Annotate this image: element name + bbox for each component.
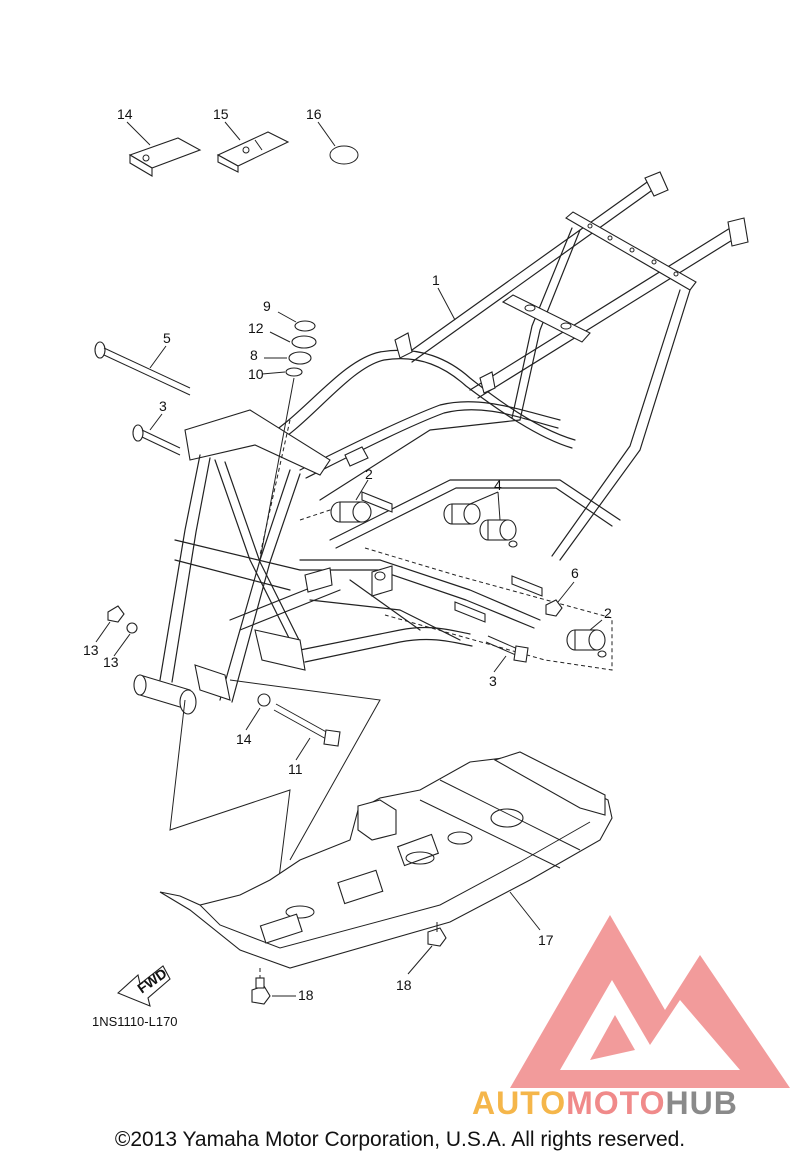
part-6-nut bbox=[545, 599, 563, 617]
part-2-damper-lower bbox=[566, 629, 607, 658]
part-14-plate bbox=[128, 137, 202, 177]
part-18-bolt-left bbox=[251, 968, 271, 1005]
automotohub-wordmark: AUTOMOTOHUB bbox=[472, 1085, 738, 1121]
callout-14: 14 bbox=[117, 106, 133, 122]
part-2-damper-upper bbox=[330, 501, 372, 523]
copyright-notice: ©2013 Yamaha Motor Corporation, U.S.A. A… bbox=[114, 1128, 686, 1151]
part-8-washer bbox=[294, 320, 316, 332]
wordmark-moto: MOTO bbox=[566, 1085, 665, 1121]
callout-18-right: 18 bbox=[396, 977, 412, 993]
wordmark-hub: HUB bbox=[665, 1085, 737, 1121]
part-3-bolt-upper bbox=[132, 424, 181, 456]
callout-12: 13 bbox=[83, 642, 99, 658]
part-13-washer-lower bbox=[257, 693, 271, 707]
part-1-main-frame bbox=[133, 171, 749, 715]
part-7-collar bbox=[288, 351, 312, 365]
callout-3-lower: 3 bbox=[489, 673, 497, 689]
callout-17: 17 bbox=[538, 932, 554, 948]
part-3-bolt-lower bbox=[485, 635, 529, 663]
part-18-bolt-right bbox=[427, 922, 447, 947]
part-13-washer-left bbox=[126, 622, 138, 634]
callout-11: 11 bbox=[288, 761, 303, 777]
fwd-arrow-icon: FWD bbox=[116, 965, 171, 1007]
callout-10: 12 bbox=[248, 320, 264, 336]
callout-4: 4 bbox=[494, 477, 502, 493]
part-11-bolt bbox=[273, 703, 341, 747]
part-15-bracket bbox=[216, 131, 290, 173]
automotohub-logo bbox=[510, 915, 790, 1088]
callout-1: 1 bbox=[432, 272, 440, 288]
part-4-dampers bbox=[443, 503, 518, 548]
callout-labels: 14 15 16 1 9 12 5 8 10 3 2 4 6 2 13 13 3… bbox=[83, 106, 612, 1003]
part-10-bushing bbox=[291, 335, 317, 349]
svg-text:AUTOMOTOHUB: AUTOMOTOHUB bbox=[472, 1085, 738, 1121]
callout-3-upper: 3 bbox=[159, 398, 167, 414]
callout-2-lower: 2 bbox=[604, 605, 612, 621]
part-5-long-bolt bbox=[94, 341, 191, 396]
callout-15: 15 bbox=[213, 106, 229, 122]
callout-6: 6 bbox=[571, 565, 579, 581]
callout-2-upper: 2 bbox=[365, 466, 373, 482]
part-17-skid-plate bbox=[159, 751, 613, 969]
callout-9: 10 bbox=[248, 366, 264, 382]
callout-13-left: 13 bbox=[103, 654, 119, 670]
callout-13-lower: 14 bbox=[236, 731, 252, 747]
callout-18-left: 18 bbox=[298, 987, 314, 1003]
wordmark-auto: AUTO bbox=[472, 1085, 566, 1121]
callout-8: 9 bbox=[263, 298, 271, 314]
part-9-washer bbox=[285, 367, 303, 377]
part-16-o-ring bbox=[329, 145, 359, 165]
leader-lines bbox=[95, 121, 603, 997]
diagram-code: 1NS1110-L170 bbox=[92, 1014, 178, 1029]
callout-16: 16 bbox=[306, 106, 322, 122]
part-12-nut bbox=[107, 605, 125, 623]
callout-7: 8 bbox=[250, 347, 258, 363]
callout-5: 5 bbox=[163, 330, 171, 346]
